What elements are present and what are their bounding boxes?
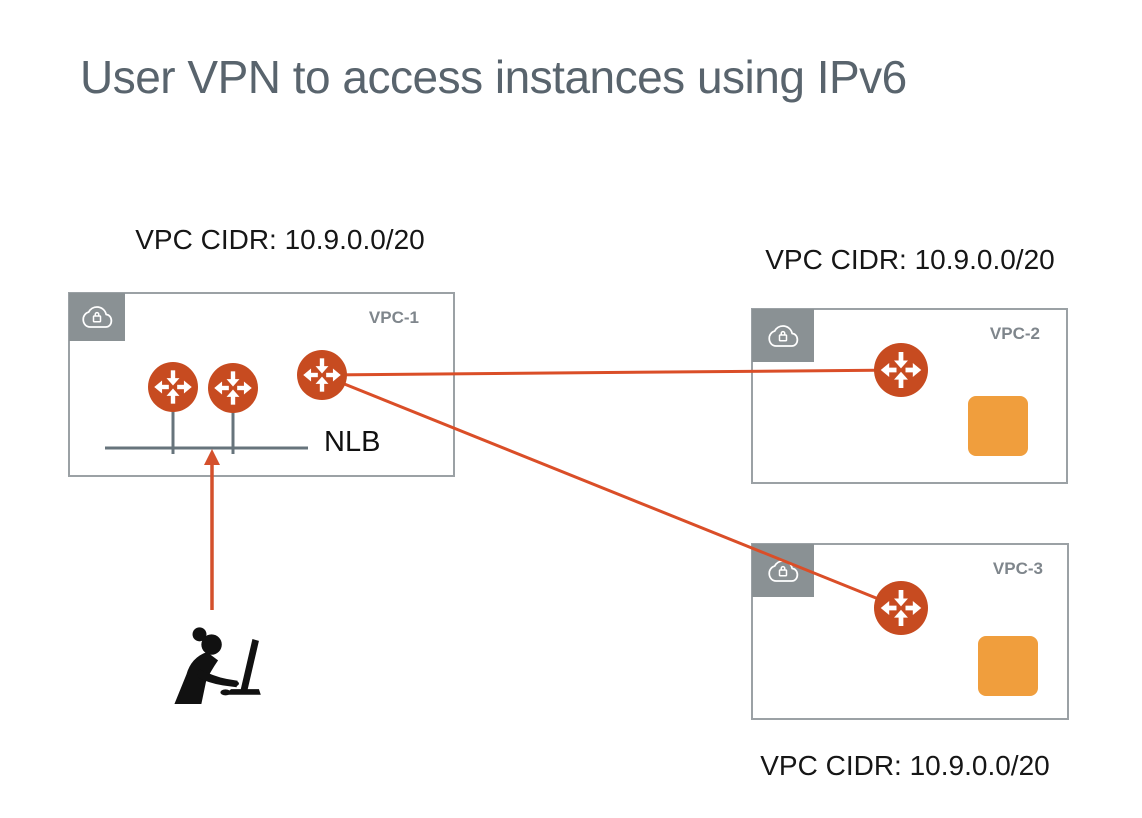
vpc1-corner-badge bbox=[69, 293, 125, 341]
router-icon bbox=[874, 581, 928, 635]
router-icon bbox=[297, 350, 347, 400]
nlb-label: NLB bbox=[324, 426, 381, 458]
vpc3-cidr-label: VPC CIDR: 10.9.0.0/20 bbox=[760, 750, 1050, 781]
vpc3-corner-badge bbox=[752, 544, 814, 597]
instance-icon bbox=[968, 396, 1028, 456]
vpc2-corner-badge bbox=[752, 309, 814, 362]
page-title: User VPN to access instances using IPv6 bbox=[80, 51, 907, 103]
cloud-lock-icon bbox=[82, 306, 113, 328]
vpc1-cidr-label: VPC CIDR: 10.9.0.0/20 bbox=[135, 224, 425, 255]
instance-icon bbox=[978, 636, 1038, 696]
vpc1-name-label: VPC-1 bbox=[368, 308, 419, 327]
cloud-lock-icon bbox=[768, 559, 799, 582]
vpc1-box: VPC-1 bbox=[68, 292, 455, 477]
vpc3-name-label: VPC-3 bbox=[992, 559, 1043, 578]
vpc2-cidr-label: VPC CIDR: 10.9.0.0/20 bbox=[765, 244, 1055, 275]
router-icon bbox=[208, 363, 258, 413]
vpc2-name-label: VPC-2 bbox=[989, 324, 1040, 343]
cloud-lock-icon bbox=[768, 324, 799, 347]
router-icon bbox=[874, 343, 928, 397]
router-icon bbox=[148, 362, 198, 412]
person-at-computer-icon bbox=[170, 626, 268, 704]
